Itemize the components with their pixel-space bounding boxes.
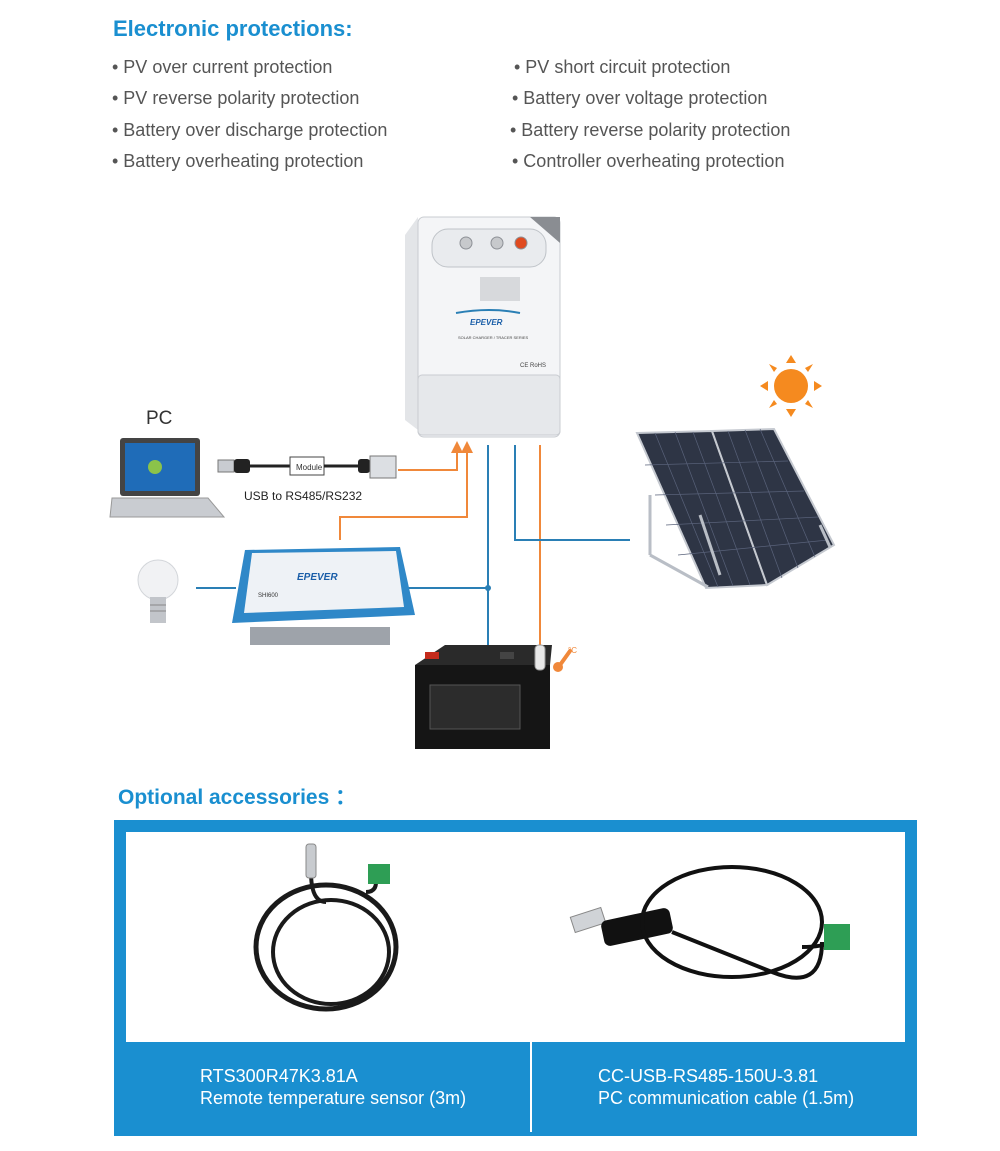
usb-rs485-cable-image — [569, 865, 850, 980]
arrow-up-icon — [461, 441, 473, 453]
sun-icon — [760, 355, 822, 417]
protection-item: • Controller overheating protection — [512, 151, 785, 171]
electronic-protections-title: Electronic protections: — [113, 16, 353, 41]
solar-panel-array — [635, 427, 836, 590]
orange-wires — [339, 445, 541, 645]
protection-item: • PV short circuit protection — [514, 57, 731, 77]
charge-controller: EPEVER SOLAR CHARGER / TRACER SERIES CE … — [405, 216, 561, 438]
accessory-desc-sensor: Remote temperature sensor (3m) — [200, 1088, 467, 1108]
system-diagram: EPEVER SOLAR CHARGER / TRACER SERIES CE … — [109, 216, 836, 749]
temperature-sensor-icon: °C — [534, 644, 577, 672]
protection-item: • PV reverse polarity protection — [112, 88, 360, 108]
battery — [415, 645, 552, 749]
accessory-model-sensor: RTS300R47K3.81A — [200, 1066, 358, 1086]
usb-rs485-label: USB to RS485/RS232 — [244, 489, 362, 503]
protection-item: • Battery over discharge protection — [112, 120, 388, 140]
accessories-panel: RTS300R47K3.81A Remote temperature senso… — [114, 820, 917, 1136]
inverter-brand: EPEVER — [297, 572, 338, 583]
usb-module-cable: Module — [217, 455, 397, 479]
arrow-up-icon — [451, 441, 463, 453]
temperature-sensor-cable-image — [253, 843, 399, 1012]
controller-series: SOLAR CHARGER / TRACER SERIES — [458, 335, 528, 340]
optional-accessories-title: Optional accessories ： — [118, 786, 357, 809]
temp-symbol: °C — [568, 646, 577, 655]
inverter-model: SHI600 — [258, 593, 279, 599]
accessory-model-usb-cable: CC-USB-RS485-150U-3.81 — [598, 1066, 819, 1086]
light-bulb-icon — [137, 559, 179, 623]
pc-label: PC — [146, 408, 172, 429]
protection-item: • Battery reverse polarity protection — [510, 120, 791, 140]
protection-item: • Battery over voltage protection — [512, 88, 768, 108]
protection-item: • Battery overheating protection — [112, 151, 364, 171]
inverter: EPEVER SHI600 — [232, 547, 415, 645]
controller-brand: EPEVER — [470, 318, 503, 327]
blue-wires — [196, 445, 630, 645]
accessory-image-usb-cable — [532, 832, 905, 1042]
controller-cert: CE RoHS — [520, 363, 546, 369]
accessories-divider — [530, 832, 532, 1132]
module-label: Module — [296, 463, 323, 472]
laptop-icon — [109, 438, 226, 518]
accessory-desc-usb-cable: PC communication cable (1.5m) — [598, 1088, 855, 1108]
protection-item: • PV over current protection — [112, 57, 333, 77]
accessory-image-sensor — [126, 832, 530, 1042]
